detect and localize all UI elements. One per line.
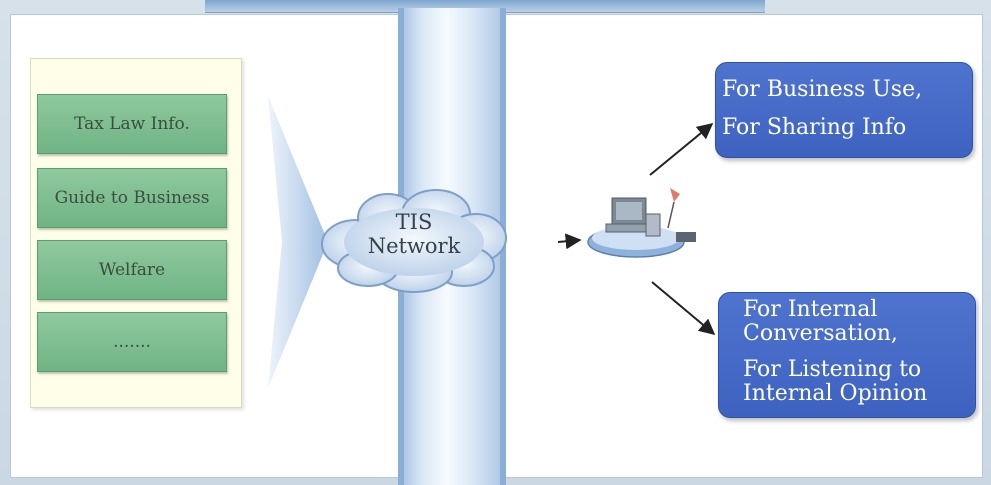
- menu-item-more: .......: [37, 312, 227, 372]
- funnel-arrow-icon: [268, 96, 328, 388]
- business-box-line1: For Business Use,: [722, 77, 923, 102]
- network-label-line2: Network: [367, 234, 461, 258]
- menu-item-welfare: Welfare: [37, 240, 227, 300]
- business-box-line2: For Sharing Info: [722, 115, 907, 140]
- network-label-line1: TIS: [395, 210, 433, 234]
- internal-box-line4: Internal Opinion: [743, 381, 928, 406]
- internal-box-line2: Conversation,: [743, 321, 898, 346]
- menu-item-tax-law-info: Tax Law Info.: [37, 94, 227, 154]
- network-label: TIS Network: [318, 210, 510, 258]
- business-use-box: For Business Use, For Sharing Info: [715, 62, 973, 158]
- cloud-icon: [321, 189, 507, 293]
- menu-item-guide-to-business: Guide to Business: [37, 168, 227, 228]
- internal-box-line1: For Internal: [743, 297, 878, 322]
- computer-workstation-icon: [587, 188, 696, 258]
- internal-communication-box: For Internal Conversation, For Listening…: [718, 292, 976, 418]
- internal-box-line3: For Listening to: [743, 357, 922, 382]
